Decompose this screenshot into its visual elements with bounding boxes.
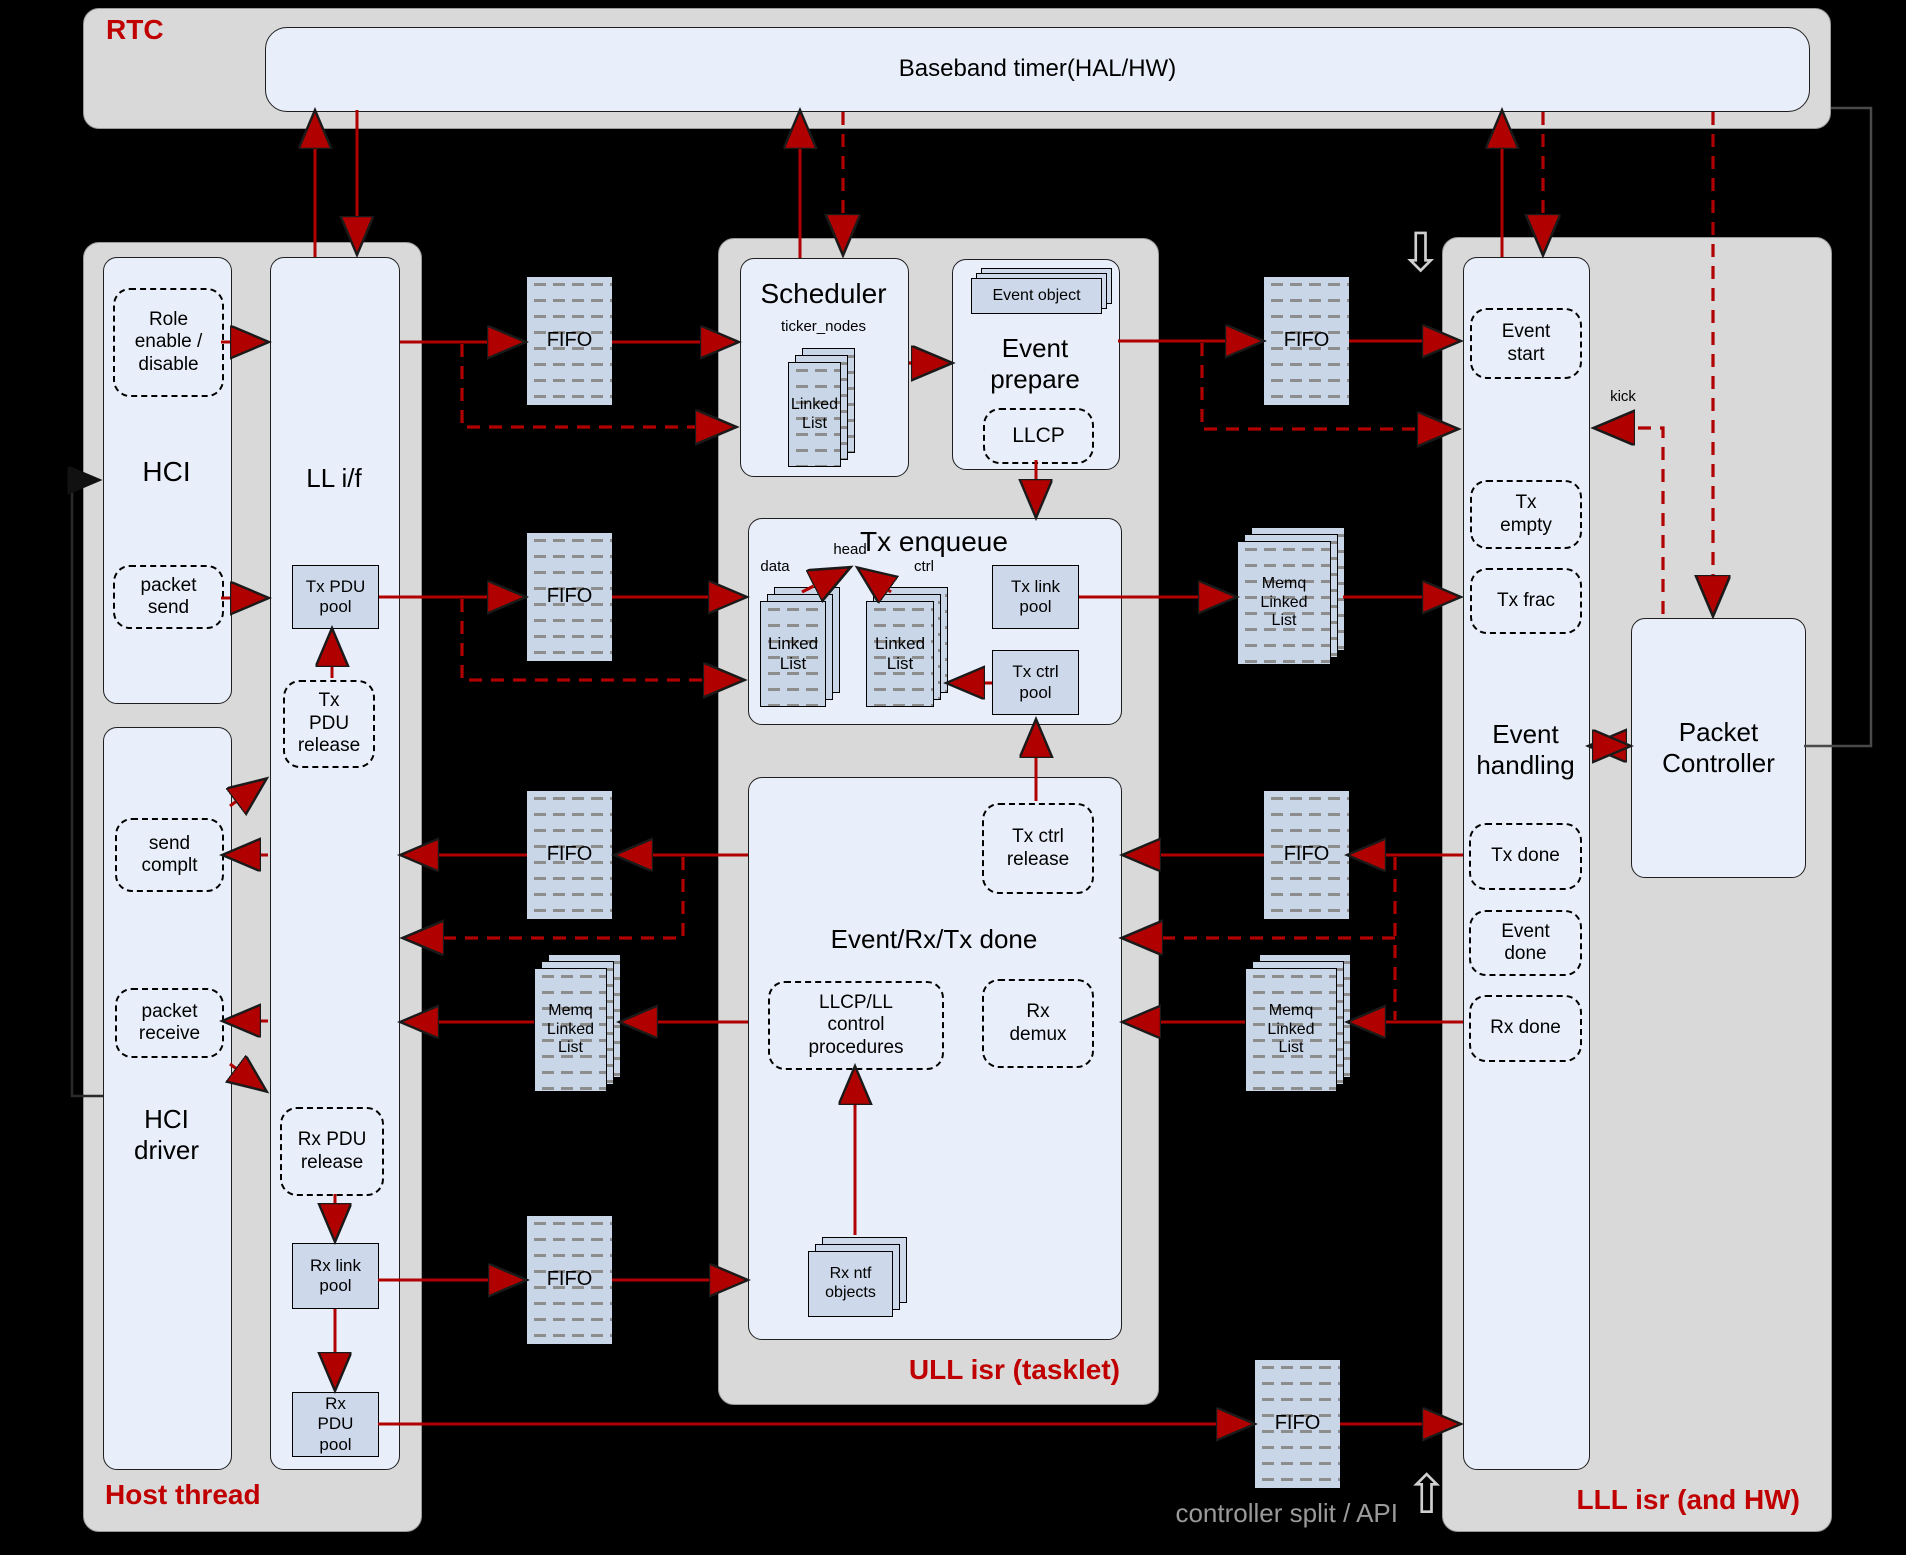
fifo-host-to-tx-enqueue: FIFO <box>527 533 612 661</box>
memq-linked-list-left: Memq Linked List <box>534 954 621 1092</box>
event-object-page: Event object <box>971 278 1102 314</box>
memq-page: Memq Linked List <box>1237 541 1331 665</box>
send-complt-box: send complt <box>115 818 224 892</box>
rx-ntf-page: Rx ntf objects <box>808 1251 893 1317</box>
event-object-stack: Event object <box>971 268 1112 314</box>
split-up-arrow-icon: ⇧ <box>1404 1465 1450 1525</box>
event-start-box: Event start <box>1470 308 1582 379</box>
ctrl-label: ctrl <box>914 558 934 576</box>
data-linked-list-stack: Linked List <box>760 587 840 707</box>
scheduler-linked-list-stack: Linked List <box>788 348 855 467</box>
baseband-timer-label: Baseband timer(HAL/HW) <box>898 55 1177 83</box>
role-enable-disable-box: Role enable / disable <box>113 288 224 397</box>
tx-done-box: Tx done <box>1469 823 1582 890</box>
controller-split-label: controller split / API <box>1175 1498 1398 1528</box>
hci-title: HCI <box>142 456 191 488</box>
data-label: data <box>760 558 790 576</box>
ticker-nodes-label: ticker_nodes <box>780 318 867 336</box>
llcp-ll-control-box: LLCP/LL control procedures <box>768 981 944 1070</box>
rx-demux-box: Rx demux <box>982 979 1094 1068</box>
fifo-done-to-host: FIFO <box>527 791 612 919</box>
rx-pdu-pool-box: Rx PDU pool <box>292 1392 379 1457</box>
lll-isr-label: LLL isr (and HW) <box>1576 1484 1800 1515</box>
linked-list-page: Linked List <box>866 601 934 707</box>
event-prepare-title: Event prepare <box>990 333 1080 394</box>
baseband-timer-box: Baseband timer(HAL/HW) <box>265 27 1810 112</box>
event-rx-tx-done-title: Event/Rx/Tx done <box>830 923 1038 954</box>
fifo-rx-pdu-to-lll: FIFO <box>1255 1360 1340 1488</box>
memq-page: Memq Linked List <box>1245 968 1337 1092</box>
ull-isr-label: ULL isr (tasklet) <box>908 1354 1120 1385</box>
host-thread-label: Host thread <box>105 1479 261 1510</box>
event-handling-title: Event handling <box>1476 719 1575 780</box>
fifo-txdone-to-ull: FIFO <box>1264 791 1349 919</box>
ctrl-linked-list-stack: Linked List <box>866 587 948 707</box>
linked-list-page: Linked List <box>788 362 841 467</box>
rx-done-box: Rx done <box>1469 995 1582 1062</box>
hci-driver-title: HCI driver <box>133 1104 199 1165</box>
tx-pdu-pool-box: Tx PDU pool <box>292 565 379 629</box>
fifo-prepare-to-lll: FIFO <box>1264 277 1349 405</box>
packet-controller-box: Packet Controller <box>1631 618 1806 878</box>
memq-linked-list-low: Memq Linked List <box>1245 954 1351 1092</box>
tx-empty-box: Tx empty <box>1470 480 1582 549</box>
head-label: head <box>833 541 867 559</box>
scheduler-title: Scheduler <box>760 278 887 310</box>
memq-linked-list-mid: Memq Linked List <box>1237 527 1345 665</box>
llcp-box: LLCP <box>983 408 1094 464</box>
rx-pdu-release-box: Rx PDU release <box>280 1107 384 1196</box>
ll-if-title: LL i/f <box>306 462 362 493</box>
tx-ctrl-release-box: Tx ctrl release <box>982 803 1094 894</box>
linked-list-page: Linked List <box>760 601 826 707</box>
rtc-label: RTC <box>106 14 164 45</box>
kick-label: kick <box>1610 388 1636 406</box>
split-down-arrow-icon: ⇩ <box>1398 223 1444 283</box>
memq-page: Memq Linked List <box>534 968 607 1092</box>
fifo-rx-link: FIFO <box>527 1216 612 1344</box>
tx-enqueue-title: Tx enqueue <box>860 526 1008 558</box>
tx-link-pool-box: Tx link pool <box>992 565 1079 629</box>
fifo-host-to-scheduler: FIFO <box>527 277 612 405</box>
event-done-box: Event done <box>1469 910 1582 976</box>
tx-ctrl-pool-box: Tx ctrl pool <box>992 650 1079 715</box>
rx-ntf-objects-stack: Rx ntf objects <box>808 1237 907 1317</box>
packet-receive-box: packet receive <box>115 988 224 1058</box>
packet-send-box: packet send <box>113 565 224 629</box>
tx-pdu-release-box: Tx PDU release <box>283 680 375 768</box>
tx-frac-box: Tx frac <box>1470 568 1582 634</box>
rx-link-pool-box: Rx link pool <box>292 1243 379 1309</box>
